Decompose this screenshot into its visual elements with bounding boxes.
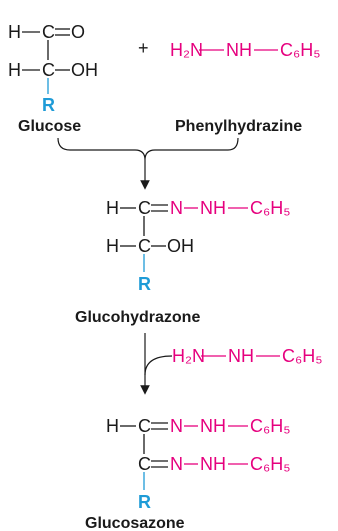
label-phenylhydrazine: Phenylhydrazine <box>175 118 302 135</box>
atom-c: C <box>42 60 55 80</box>
atom-n: N <box>170 416 183 436</box>
amino-group: H₂N <box>170 40 203 60</box>
atom-c: C <box>138 198 151 218</box>
combine-brace <box>57 137 239 161</box>
atom-h: H <box>106 416 119 436</box>
amino-group: H₂N <box>172 346 205 366</box>
label-glucohydrazone: Glucohydrazone <box>75 309 200 326</box>
atom-h: H <box>106 236 119 256</box>
reagent-curve <box>144 355 173 376</box>
atom-c: C <box>138 416 151 436</box>
imine-nh: NH <box>200 454 226 474</box>
imine-nh: NH <box>228 346 254 366</box>
atom-n: N <box>170 198 183 218</box>
atom-n: N <box>170 454 183 474</box>
atom-c: C <box>138 236 151 256</box>
imine-nh: NH <box>200 416 226 436</box>
atom-c: C <box>42 22 55 42</box>
label-glucose: Glucose <box>18 118 81 135</box>
atom-h: H <box>8 60 21 80</box>
glucose-structure: H C O H C OH R <box>8 22 98 115</box>
glucosazone-structure: H C N NH C₆H₅ C N NH C₆H₅ R <box>106 416 291 512</box>
phenyl-group: C₆H₅ <box>282 346 323 366</box>
atom-h: H <box>106 198 119 218</box>
label-glucosazone: Glucosazone <box>85 515 185 531</box>
phenylhydrazine-structure: H₂N NH C₆H₅ <box>170 40 321 60</box>
phenyl-group: C₆H₅ <box>250 198 291 218</box>
atom-h: H <box>8 22 21 42</box>
atom-c: C <box>138 454 151 474</box>
phenyl-group: C₆H₅ <box>250 416 291 436</box>
r-group: R <box>138 274 151 294</box>
phenyl-group: C₆H₅ <box>250 454 291 474</box>
r-group: R <box>42 95 55 115</box>
imine-nh: NH <box>226 40 252 60</box>
hydroxyl: OH <box>167 236 194 256</box>
r-group: R <box>138 492 151 512</box>
phenylhydrazine-reagent: H₂N NH C₆H₅ <box>172 346 323 366</box>
atom-o: O <box>71 22 85 42</box>
plus-sign: + <box>138 38 149 58</box>
hydroxyl: OH <box>71 60 98 80</box>
phenyl-group: C₆H₅ <box>280 40 321 60</box>
imine-nh: NH <box>200 198 226 218</box>
glucohydrazone-structure: H C N NH C₆H₅ H C OH R <box>106 198 291 294</box>
